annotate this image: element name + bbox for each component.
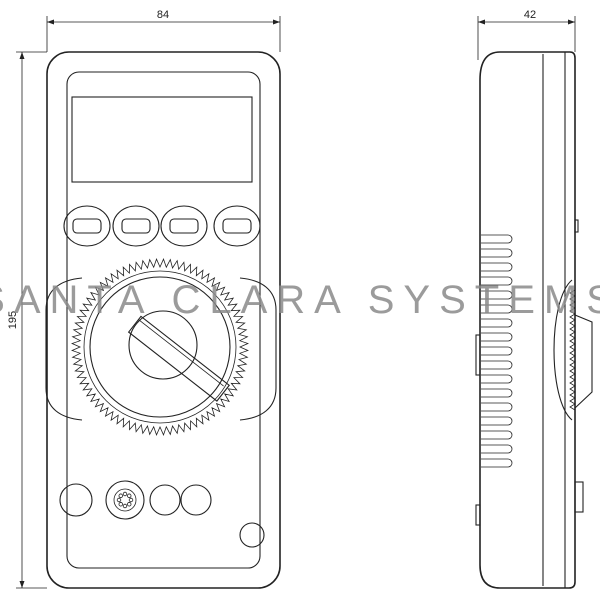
jack-com (59, 483, 93, 517)
vent-slot (481, 234, 513, 244)
dimension-depth: 42 (477, 9, 576, 60)
vent-slot (481, 360, 513, 370)
vent-slot (481, 276, 513, 286)
vent-slot (481, 374, 513, 384)
vent-slot (481, 262, 513, 272)
gear-teeth[interactable] (71, 258, 249, 436)
vent-slot (481, 416, 513, 426)
function-button[interactable] (112, 205, 160, 247)
button-icon (72, 218, 102, 234)
vent-slot (481, 332, 513, 342)
vent-slot (481, 458, 513, 468)
watermark: SANTA CLARA SYSTEMS (0, 278, 600, 322)
side-view (475, 51, 593, 589)
function-button[interactable] (160, 205, 208, 247)
dimension-height: 195 (7, 51, 47, 589)
jack-multi (105, 480, 145, 520)
display-screen (71, 96, 253, 183)
indicator-light (239, 522, 265, 548)
rotary-dial-gear (71, 258, 249, 436)
left-grip (45, 277, 83, 421)
depth-label: 42 (524, 9, 536, 21)
front-view (45, 51, 281, 589)
function-buttons (63, 205, 261, 247)
function-button[interactable] (213, 205, 261, 247)
right-grip (239, 277, 277, 421)
dial-pointer-icon (127, 315, 230, 402)
vent-slot (481, 430, 513, 440)
vent-slot (481, 304, 513, 314)
vent-slot (481, 444, 513, 454)
side-gear-teeth (569, 289, 576, 411)
vent-slot (481, 346, 513, 356)
vent-slots (481, 234, 513, 468)
function-button[interactable] (63, 205, 111, 247)
jack-a (180, 484, 212, 516)
button-icon (169, 218, 199, 234)
width-label: 84 (157, 9, 169, 21)
dial-hub (128, 310, 198, 380)
height-label: 195 (7, 311, 19, 329)
vent-slot (481, 290, 513, 300)
dimension-width: 84 (46, 9, 281, 52)
vent-slot (481, 318, 513, 328)
jack-v (149, 484, 181, 516)
vent-slot (481, 248, 513, 258)
button-icon (222, 218, 252, 234)
vent-slot (481, 388, 513, 398)
vent-slot (481, 402, 513, 412)
button-icon (121, 218, 151, 234)
